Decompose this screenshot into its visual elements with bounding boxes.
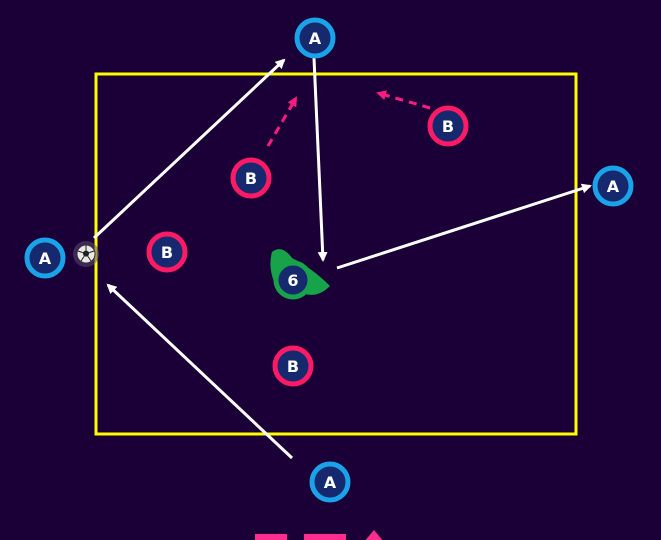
central-player-label: 6 [287,271,298,290]
run-arrow-right-defender [376,90,431,110]
player-a-top-label: A [309,29,322,48]
pass-arrow-top-to-center [312,57,328,262]
player-b-top-right: B [427,105,469,147]
player-b-left-label: B [161,243,173,262]
central-player-6: 6 [270,249,330,300]
player-a-right-label: A [607,177,620,196]
player-b-left: B [146,231,188,273]
pass-arrows [92,57,592,460]
player-a-left-label: A [39,249,52,268]
run-arrow-left-defender [266,96,298,147]
player-a-right: A [592,165,634,207]
player-a-bottom: A [309,461,351,503]
player-b-upper-middle-label: B [245,169,257,188]
player-b-bottom: B [272,345,314,387]
soccer-ball-icon [73,241,99,267]
player-b-upper-middle: B [230,157,272,199]
player-a-bottom-label: A [324,473,337,492]
player-b-bottom-label: B [287,357,299,376]
pass-arrow-bottom-to-left [106,283,294,460]
run-arrows [266,90,431,147]
pass-arrow-left-to-top [92,58,286,240]
player-b-top-right-label: B [442,117,454,136]
player-a-left: A [24,237,66,279]
pass-arrow-center-to-right [336,183,592,270]
partial-logo [255,530,383,540]
player-a-top: A [294,17,336,59]
